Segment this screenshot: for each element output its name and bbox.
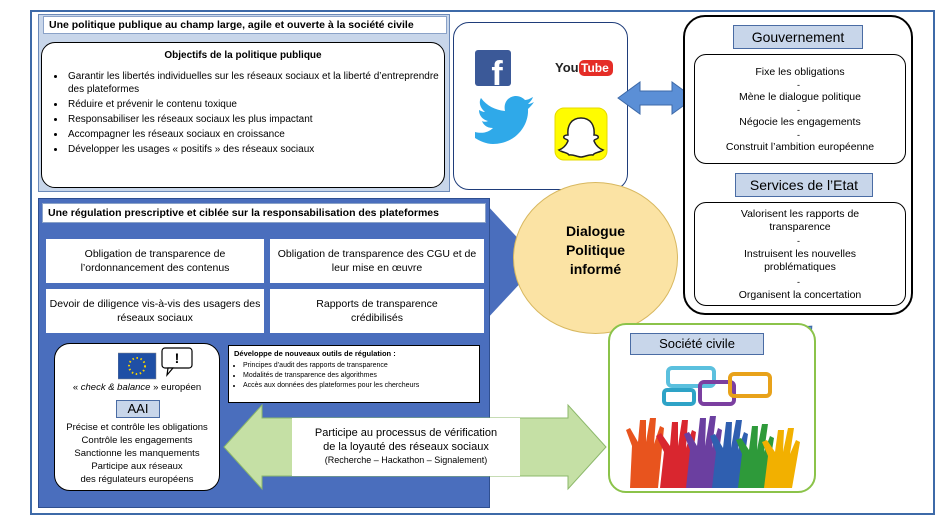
objective-item: Garantir les libertés individuelles sur … bbox=[66, 70, 442, 96]
dialogue-line: Dialogue bbox=[565, 223, 626, 239]
objectives-list: Garantir les libertés individuelles sur … bbox=[52, 70, 442, 158]
caption-emphasis: check & balance bbox=[80, 382, 151, 393]
regulation-cell: Devoir de diligence vis-à-vis des usager… bbox=[46, 289, 264, 333]
aai-role: Participe aux réseaux bbox=[91, 461, 183, 472]
facebook-glyph: f bbox=[491, 55, 503, 93]
objective-item: Réduire et prévenir le contenu toxique bbox=[66, 98, 442, 111]
aai-label: AAI bbox=[116, 400, 160, 418]
role-separator: - bbox=[797, 277, 800, 287]
state-service-role: Valorisent les rapports de transparence bbox=[740, 208, 860, 233]
dialogue-line: informé bbox=[569, 261, 622, 277]
regulation-cell: Obligation de transparence de l’ordonnan… bbox=[46, 239, 264, 283]
snapchat-icon bbox=[554, 107, 608, 161]
regulation-tools-box bbox=[228, 345, 480, 403]
government-roles-box bbox=[694, 54, 906, 164]
verification-detail: (Recherche – Hackathon – Signalement) bbox=[324, 455, 488, 465]
raised-hands-illustration bbox=[626, 366, 800, 488]
state-services-header: Services de l’Etat bbox=[735, 173, 873, 197]
eu-flag-icon bbox=[118, 352, 157, 380]
social-logos: f You Tube bbox=[475, 50, 613, 161]
caption-quote: « bbox=[72, 382, 81, 393]
civil-society-header: Société civile bbox=[630, 333, 764, 355]
regulation-tools-title: Développe de nouveaux outils de régulati… bbox=[234, 349, 396, 358]
government-role: Construit l’ambition européenne bbox=[725, 141, 875, 153]
aai-role: Contrôle les engagements bbox=[81, 435, 193, 446]
outer-frame bbox=[30, 10, 935, 515]
objective-item: Responsabiliser les réseaux sociaux les … bbox=[66, 113, 442, 126]
speech-bubble-icon: ! bbox=[161, 347, 193, 377]
regulation-tools-list: Principes d’audit des rapports de transp… bbox=[234, 361, 419, 391]
youtube-icon: You Tube bbox=[555, 60, 613, 76]
aai-role: Précise et contrôle les obligations bbox=[66, 422, 208, 433]
role-separator: - bbox=[797, 130, 800, 140]
aai-roles: Précise et contrôle les obligations Cont… bbox=[54, 421, 220, 486]
regulation-tool-item: Modalités de transparence des algorithme… bbox=[243, 371, 419, 381]
government-role: Mène le dialogue politique bbox=[738, 91, 861, 103]
hands-icon bbox=[626, 416, 800, 488]
role-separator: - bbox=[797, 236, 800, 246]
government-header: Gouvernement bbox=[733, 25, 863, 49]
aai-role: Sanctionne les manquements bbox=[74, 448, 200, 459]
state-service-role: Instruisent les nouvelles problématiques bbox=[743, 248, 857, 273]
dialogue-line: Politique bbox=[565, 242, 626, 258]
eu-logo-group: ! bbox=[118, 347, 193, 380]
verification-text-box: Participe au processus de vérification d… bbox=[292, 418, 520, 476]
objective-item: Accompagner les réseaux sociaux en crois… bbox=[66, 128, 442, 141]
regulation-cell: Obligation de transparence des CGU et de… bbox=[270, 239, 484, 283]
verification-line: de la loyauté des réseaux sociaux bbox=[323, 441, 489, 453]
regulation-title: Une régulation prescriptive et ciblée su… bbox=[42, 203, 486, 223]
dialogue-circle bbox=[513, 182, 678, 334]
government-role: Fixe les obligations bbox=[755, 66, 845, 78]
speech-bubbles-icon bbox=[662, 366, 772, 406]
caption-rest: » européen bbox=[150, 382, 202, 393]
youtube-tube: Tube bbox=[581, 61, 609, 75]
regulation-tool-item: Accès aux données des plateformes pour l… bbox=[243, 381, 419, 391]
check-balance-caption: « check & balance » européen bbox=[54, 382, 220, 393]
dialogue-label: Dialogue Politique informé bbox=[513, 222, 678, 279]
bubble-mark: ! bbox=[175, 350, 180, 366]
public-policy-title: Une politique publique au champ large, a… bbox=[43, 16, 447, 34]
state-service-role: Organisent la concertation bbox=[738, 289, 862, 301]
regulation-tool-item: Principes d’audit des rapports de transp… bbox=[243, 361, 419, 371]
objectives-box bbox=[41, 42, 445, 188]
objectives-title: Objectifs de la politique publique bbox=[164, 50, 322, 61]
twitter-icon bbox=[475, 96, 534, 144]
government-role: Négocie les engagements bbox=[739, 116, 861, 128]
role-separator: - bbox=[797, 105, 800, 115]
youtube-you: You bbox=[555, 60, 579, 75]
role-separator: - bbox=[797, 80, 800, 90]
verification-line: Participe au processus de vérification bbox=[314, 427, 498, 439]
regulation-cell: Rapports de transparence crédibilisés bbox=[270, 289, 484, 333]
facebook-icon: f bbox=[475, 50, 511, 93]
aai-role: des régulateurs européens bbox=[80, 474, 194, 485]
state-services-roles-box bbox=[694, 202, 906, 306]
objective-item: Développer les usages « positifs » des r… bbox=[66, 143, 442, 156]
